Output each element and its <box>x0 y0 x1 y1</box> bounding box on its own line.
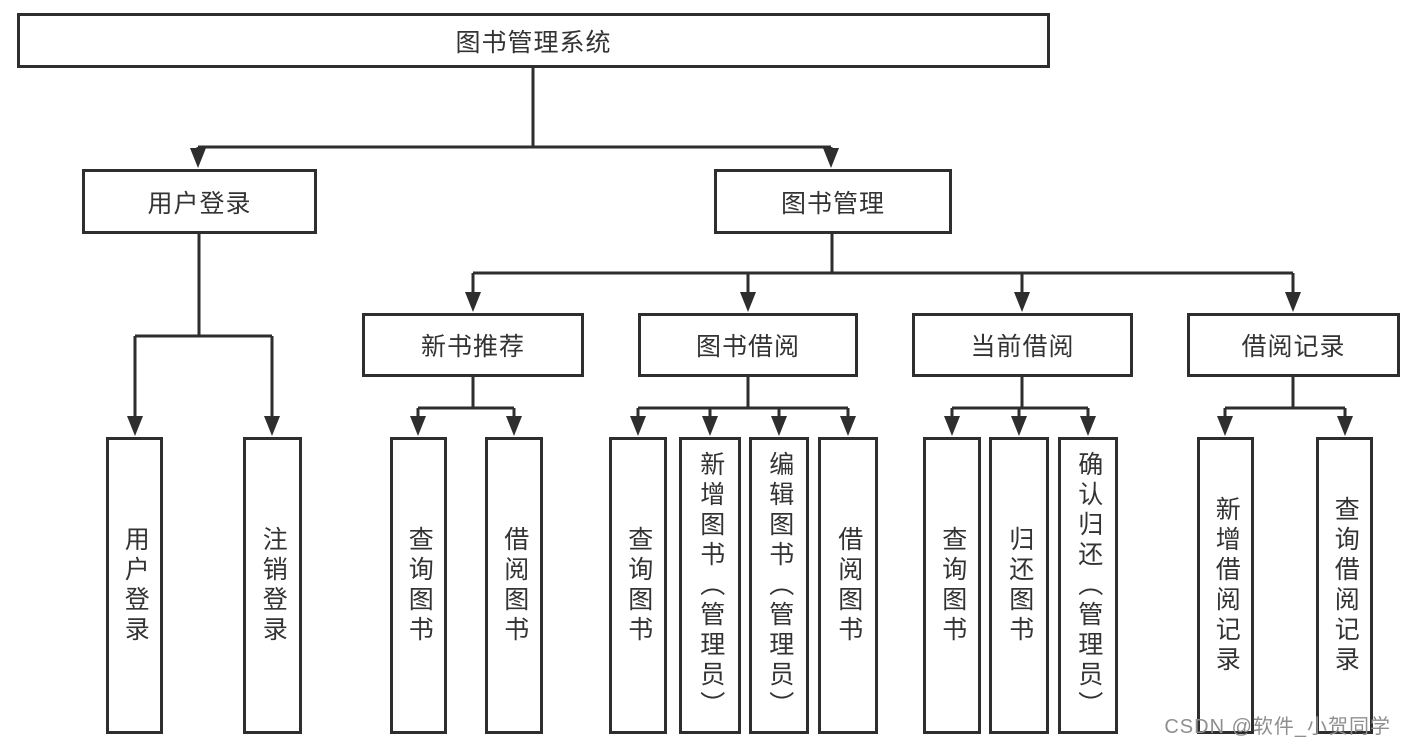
leaf-label: 用户登录 <box>121 525 150 646</box>
leaf-query-borrow-record: 查询借阅记录 <box>1316 437 1373 734</box>
leaf-borrow-books: 借阅图书 <box>818 437 878 734</box>
node-book-borrowing: 图书借阅 <box>638 313 858 377</box>
leaf-label: 查询图书 <box>405 525 434 646</box>
leaf-return-books: 归还图书 <box>989 437 1049 734</box>
leaf-label: 查询图书 <box>938 525 967 646</box>
leaf-label: 借阅图书 <box>500 525 529 646</box>
node-label: 图书管理系统 <box>455 28 612 57</box>
node-new-book-recommend: 新书推荐 <box>362 313 584 377</box>
leaf-edit-books-admin: 编辑图书（管理员） <box>749 437 809 734</box>
node-label: 用户登录 <box>147 189 252 218</box>
leaf-label: 归还图书 <box>1005 525 1034 646</box>
leaf-query-books-current: 查询图书 <box>923 437 981 734</box>
leaf-borrow-books-recommend: 借阅图书 <box>485 437 543 734</box>
leaf-query-books-recommend: 查询图书 <box>390 437 447 734</box>
node-current-borrowing: 当前借阅 <box>912 313 1133 377</box>
node-label: 新书推荐 <box>420 333 525 361</box>
leaf-label: 新增图书（管理员） <box>696 450 725 721</box>
node-label: 借阅记录 <box>1241 333 1346 361</box>
leaf-label: 新增借阅记录 <box>1212 495 1241 676</box>
leaf-label: 编辑图书（管理员） <box>765 450 794 721</box>
leaf-add-borrow-record: 新增借阅记录 <box>1197 437 1254 734</box>
node-borrowing-records: 借阅记录 <box>1187 313 1400 377</box>
csdn-watermark: CSDN @软件_小贺同学 <box>1164 716 1391 738</box>
node-user-login: 用户登录 <box>82 169 317 234</box>
leaf-add-books-admin: 新增图书（管理员） <box>679 437 741 734</box>
node-label: 图书管理 <box>780 189 885 218</box>
node-label: 当前借阅 <box>970 333 1075 361</box>
leaf-confirm-return-admin: 确认归还（管理员） <box>1058 437 1118 734</box>
leaf-label: 确认归还（管理员） <box>1074 450 1103 721</box>
leaf-label: 注销登录 <box>259 525 288 646</box>
node-book-management: 图书管理 <box>714 169 952 234</box>
leaf-user-login: 用户登录 <box>106 437 163 734</box>
leaf-label: 查询借阅记录 <box>1331 495 1360 676</box>
node-label: 图书借阅 <box>695 333 800 361</box>
leaf-logout: 注销登录 <box>243 437 302 734</box>
leaf-label: 借阅图书 <box>834 525 863 646</box>
leaf-query-books-borrowing: 查询图书 <box>609 437 667 734</box>
node-library-management-system: 图书管理系统 <box>17 13 1050 68</box>
leaf-label: 查询图书 <box>624 525 653 646</box>
